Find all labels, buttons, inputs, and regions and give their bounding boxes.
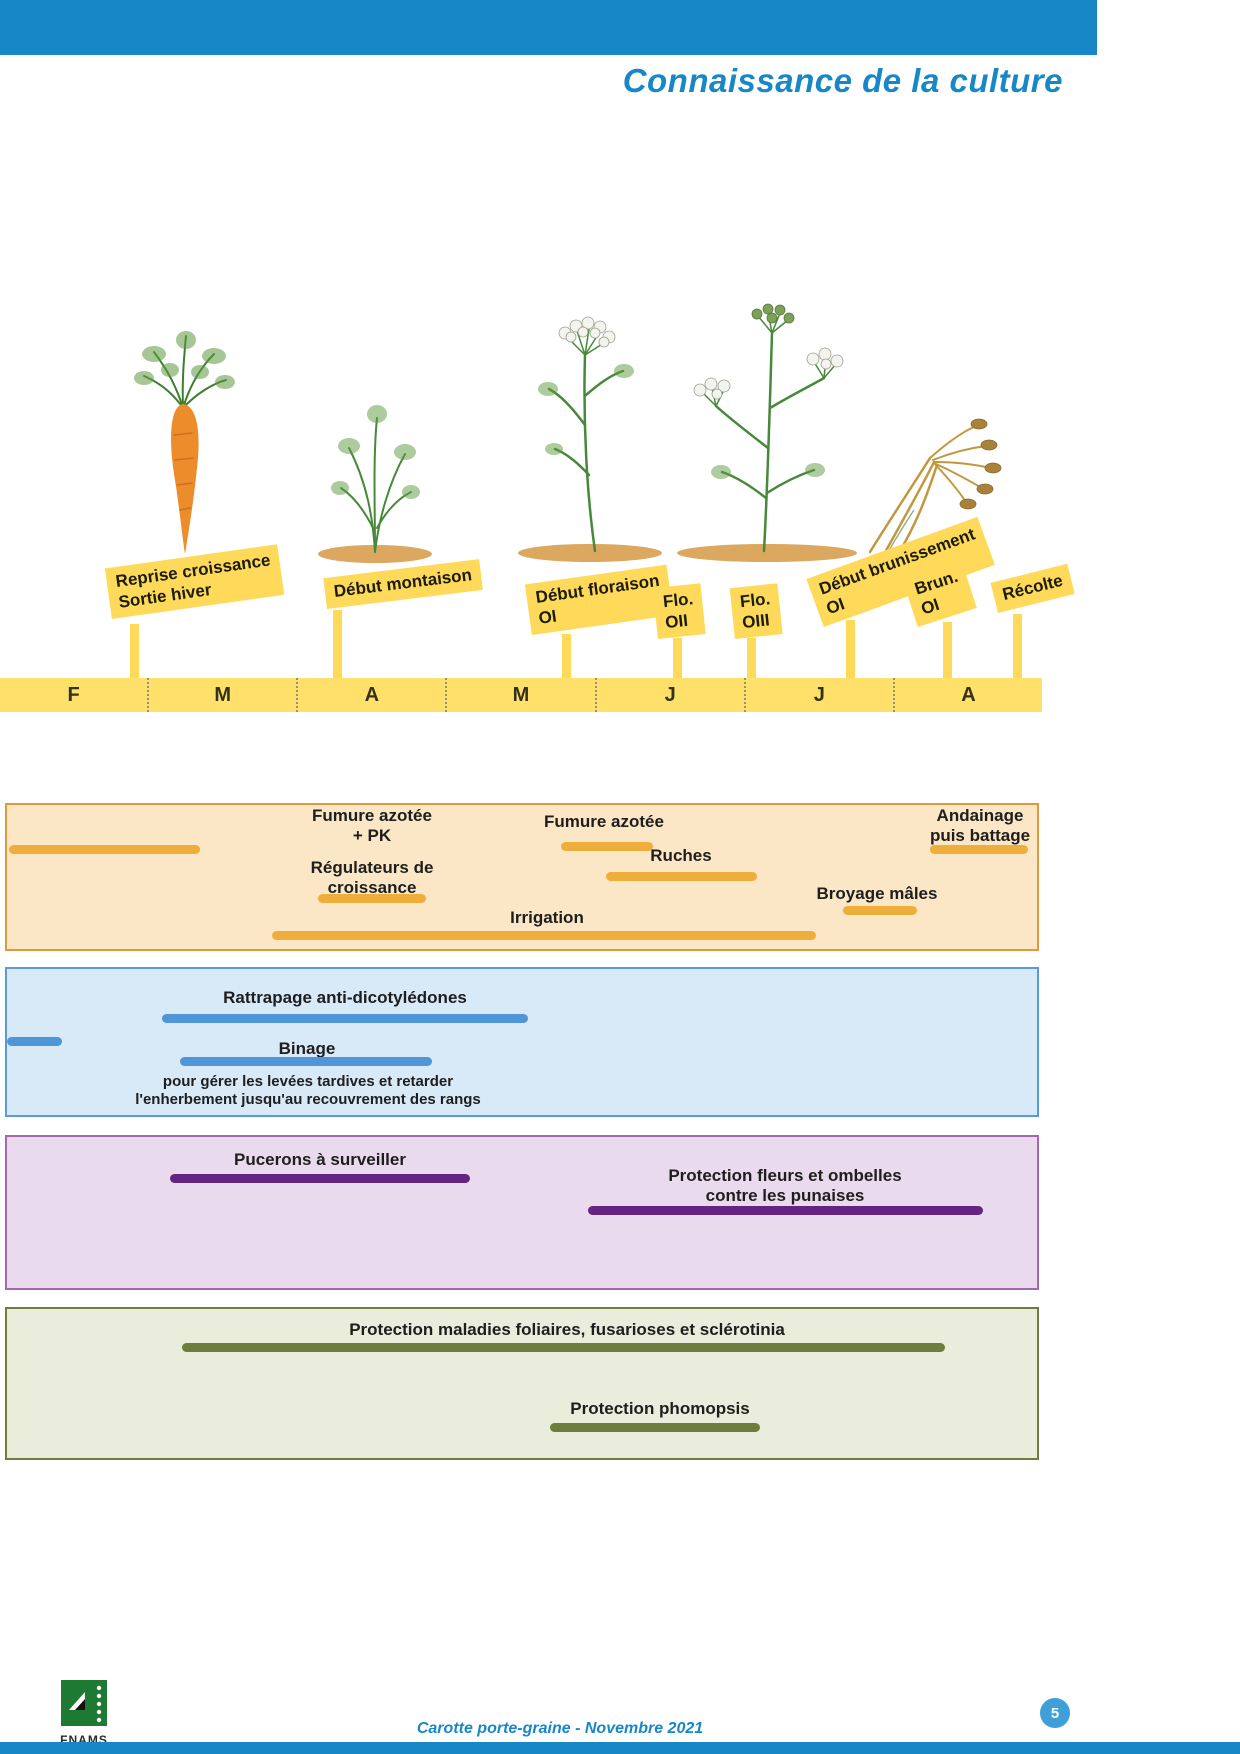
label-binage: Binage bbox=[278, 1039, 336, 1058]
bar-desherbage-hiver bbox=[7, 1037, 62, 1046]
label-line: Protection fleurs et ombelles bbox=[668, 1166, 902, 1185]
stage-label-debut-floraison: Début floraison OI bbox=[524, 564, 674, 636]
label-fumure-azotee-pk: Fumure azotée + PK bbox=[302, 806, 442, 846]
label-regulateurs-croissance: Régulateurs de croissance bbox=[302, 858, 442, 898]
label-line: puis battage bbox=[929, 826, 1031, 846]
soil-mound bbox=[677, 544, 857, 562]
plant-stems bbox=[340, 417, 412, 553]
bar-protection-punaises bbox=[588, 1206, 983, 1215]
plant-stage-debut-floraison-illustration bbox=[518, 316, 662, 562]
page-number-badge: 5 bbox=[1040, 1698, 1070, 1728]
label-andainage-battage: Andainage puis battage bbox=[915, 806, 1045, 846]
label-line: Fumure azotée bbox=[312, 806, 432, 825]
stage-label-debut-montaison: Début montaison bbox=[323, 559, 483, 609]
month-cell: J bbox=[597, 678, 746, 712]
label-line: croissance bbox=[327, 878, 417, 898]
stage-label-flo-oiii: Flo. OIII bbox=[729, 583, 783, 640]
month-cell: A bbox=[298, 678, 448, 712]
fnams-logo-icon bbox=[61, 1680, 107, 1726]
label-line: Régulateurs de bbox=[310, 858, 434, 877]
stage-stem bbox=[562, 634, 571, 680]
month-timeline-bar: F M A M J J A bbox=[0, 678, 1042, 712]
month-cell: M bbox=[447, 678, 597, 712]
carrot-root bbox=[171, 404, 199, 554]
bar-regulateurs bbox=[318, 894, 426, 903]
month-cell: F bbox=[0, 678, 150, 712]
label-maladies-foliaires: Protection maladies foliaires, fusariose… bbox=[349, 1320, 785, 1339]
green-seed-umbel bbox=[751, 303, 795, 324]
footer-caption: Carotte porte-graine - Novembre 2021 bbox=[416, 1720, 704, 1737]
section-disease-control: Protection maladies foliaires, fusariose… bbox=[5, 1307, 1039, 1460]
section-pest-control: Pucerons à surveiller Protection fleurs … bbox=[5, 1135, 1039, 1290]
section-weed-control: Rattrapage anti-dicotylédones Binage pou… bbox=[5, 967, 1039, 1117]
page-title: Connaissance de la culture bbox=[622, 62, 1063, 99]
plant-leaves bbox=[711, 463, 825, 479]
stage-stem bbox=[747, 638, 756, 680]
label-irrigation: Irrigation bbox=[510, 908, 584, 927]
section-cultural-operations: Fumure azotée + PK Régulateurs de croiss… bbox=[5, 803, 1039, 951]
stage-label-line: Flo. bbox=[662, 589, 695, 612]
stage-label-flo-oii: Flo. OII bbox=[652, 583, 706, 640]
stage-label-line: Début montaison bbox=[332, 565, 473, 601]
stage-stem bbox=[846, 620, 855, 680]
carrot-root-lines bbox=[173, 432, 194, 511]
bar-fumure-hiver bbox=[9, 845, 200, 854]
label-line: pour gérer les levées tardives et retard… bbox=[162, 1073, 454, 1090]
stage-stem bbox=[1013, 614, 1022, 680]
bar-rattrapage bbox=[162, 1014, 528, 1023]
plant-stage-brunissement-illustration bbox=[868, 418, 1002, 558]
stage-label-line: OIII bbox=[741, 610, 771, 632]
label-line: Andainage bbox=[936, 806, 1024, 825]
label-binage-note: pour gérer les levées tardives et retard… bbox=[108, 1073, 508, 1108]
bar-irrigation bbox=[272, 931, 816, 940]
bar-pucerons bbox=[170, 1174, 470, 1183]
label-phomopsis: Protection phomopsis bbox=[570, 1399, 750, 1418]
bar-andainage-battage bbox=[930, 845, 1028, 854]
footer-blue-bar bbox=[0, 1742, 1240, 1754]
label-protection-punaises: Protection fleurs et ombelles contre les… bbox=[635, 1166, 935, 1206]
month-cell: J bbox=[746, 678, 895, 712]
stage-stem bbox=[943, 622, 952, 680]
plant-leaves bbox=[538, 364, 634, 455]
bar-maladies-foliaires bbox=[182, 1343, 945, 1352]
stage-stem bbox=[333, 610, 342, 680]
label-line: l'enherbement jusqu'au recouvrement des … bbox=[135, 1090, 481, 1108]
stage-stem bbox=[673, 638, 682, 680]
plant-stage-pleine-floraison-illustration bbox=[677, 303, 857, 562]
label-line: contre les punaises bbox=[705, 1186, 865, 1206]
month-cell: A bbox=[961, 683, 976, 706]
stage-label-line: OII bbox=[664, 610, 689, 632]
stage-label-line: Récolte bbox=[1000, 570, 1065, 605]
plant-stage-carrot-root-illustration bbox=[134, 331, 235, 554]
stage-label-recolte: Récolte bbox=[990, 563, 1076, 613]
fnams-logo: FNAMS bbox=[52, 1680, 116, 1747]
white-umbel-flowers bbox=[693, 347, 844, 400]
stage-label-line: Flo. bbox=[739, 589, 772, 612]
label-ruches: Ruches bbox=[650, 846, 712, 865]
dry-seed-heads bbox=[959, 418, 1002, 510]
bar-ruches bbox=[606, 872, 757, 881]
bar-binage bbox=[180, 1057, 432, 1066]
soil-mound bbox=[518, 544, 662, 562]
label-line: + PK bbox=[352, 826, 392, 846]
bar-phomopsis bbox=[550, 1423, 760, 1432]
header-blue-bar bbox=[0, 0, 1097, 55]
label-fumure-azotee: Fumure azotée bbox=[544, 812, 664, 831]
label-rattrapage-anti-dicotyledones: Rattrapage anti-dicotylédones bbox=[223, 988, 467, 1007]
bar-fumure-azotee bbox=[561, 842, 653, 851]
month-cell: M bbox=[149, 678, 299, 712]
carrot-foliage-leaves bbox=[134, 331, 235, 389]
bar-broyage-males bbox=[843, 906, 917, 915]
stage-stem bbox=[130, 624, 139, 680]
label-pucerons: Pucerons à surveiller bbox=[234, 1150, 406, 1169]
soil-mound bbox=[318, 545, 432, 563]
plant-stems bbox=[714, 331, 826, 553]
label-broyage-males: Broyage mâles bbox=[816, 884, 938, 903]
white-umbel-flowers bbox=[558, 316, 616, 348]
plant-leaves bbox=[331, 405, 420, 499]
plant-stage-montaison-illustration bbox=[318, 405, 432, 563]
